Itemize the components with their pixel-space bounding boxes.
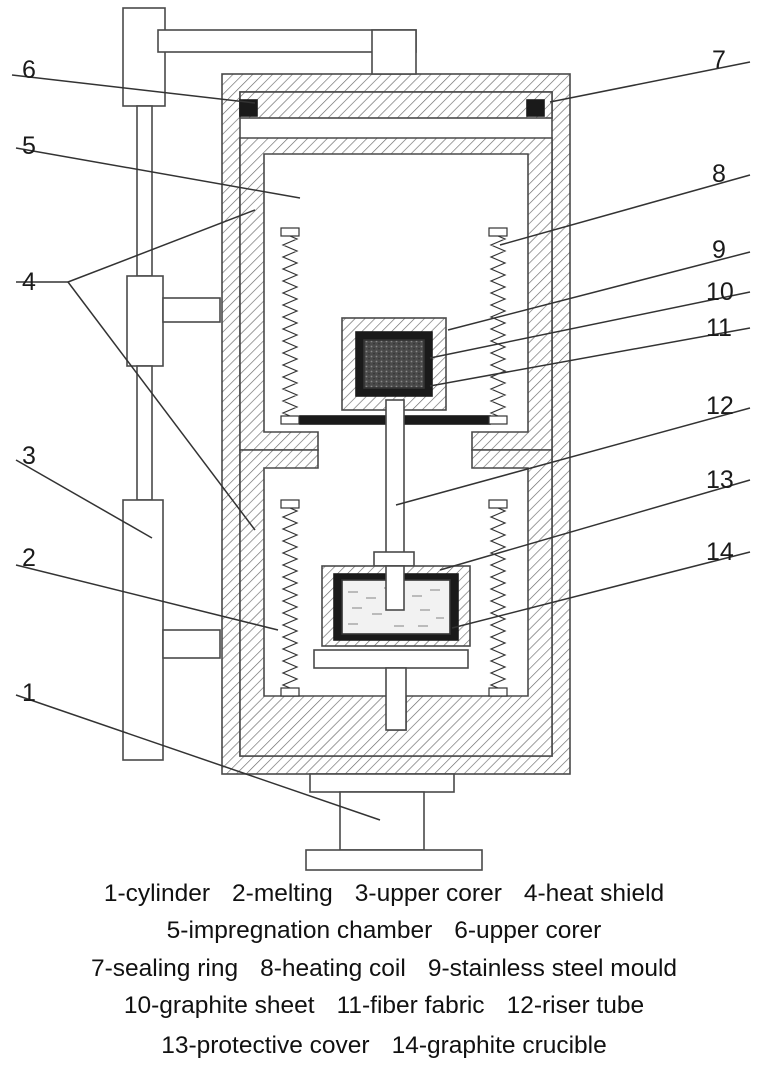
callout-9: 9	[712, 236, 726, 264]
callout-13: 13	[706, 466, 734, 494]
heating-coil-lower-left	[280, 499, 300, 697]
callout-6: 6	[22, 56, 36, 84]
leader-line	[67, 209, 256, 283]
leader-line	[549, 61, 751, 103]
legend-line-5: 13-protective cover 14-graphite crucible	[0, 1032, 768, 1060]
heating-coil-upper-right	[488, 227, 508, 425]
legend-item: 6-upper corer	[454, 917, 602, 944]
callout-5: 5	[22, 132, 36, 160]
legend-item: 7-sealing ring	[90, 955, 239, 982]
callout-4: 4	[22, 268, 36, 296]
callout-14: 14	[706, 538, 734, 566]
leader-line	[15, 459, 153, 539]
legend-item: 8-heating coil	[260, 955, 406, 982]
legend-item: 5-impregnation chamber	[166, 917, 433, 944]
leader-line	[67, 281, 256, 531]
leader-line	[429, 327, 751, 387]
legend-item: 12-riser tube	[506, 992, 645, 1019]
graphite-crucible	[313, 551, 471, 731]
callout-11: 11	[706, 314, 732, 342]
heating-coil-upper-left	[280, 227, 300, 425]
legend-item: 4-heat shield	[523, 880, 665, 907]
leader-line	[11, 74, 256, 104]
legend-item: 11-fiber fabric	[336, 992, 485, 1019]
legend-item: 3-upper corer	[354, 880, 502, 907]
legend-item: 2-melting	[232, 880, 333, 907]
legend-item: 10-graphite sheet	[123, 992, 315, 1019]
upper-corer-rod	[122, 7, 417, 761]
sealing-ring-right	[526, 99, 545, 117]
stainless-steel-mould	[341, 317, 447, 411]
leader-line	[499, 174, 751, 246]
legend-item: 13-protective cover	[161, 1032, 370, 1059]
legend-line-2: 5-impregnation chamber 6-upper corer	[0, 917, 768, 945]
leader-line	[451, 551, 751, 629]
leader-line	[395, 407, 751, 506]
callout-10: 10	[706, 278, 734, 306]
lid	[239, 91, 553, 119]
leader-line	[447, 251, 751, 331]
callout-3: 3	[22, 442, 36, 470]
leader-line	[15, 564, 279, 631]
callout-12: 12	[706, 392, 734, 420]
legend-line-3: 7-sealing ring 8-heating coil 9-stainless …	[0, 955, 768, 983]
legend-line-4: 10-graphite sheet 11-fiber fabric 12-riser…	[0, 992, 768, 1020]
sealing-ring-left	[239, 99, 258, 117]
heating-coil-lower-right	[488, 499, 508, 697]
leader-line	[15, 694, 381, 821]
legend-item: 9-stainless steel mould	[427, 955, 678, 982]
callout-1: 1	[22, 679, 36, 707]
leader-line	[439, 479, 751, 571]
callout-8: 8	[712, 160, 726, 188]
legend-item: 1-cylinder	[103, 880, 211, 907]
callout-7: 7	[712, 46, 726, 74]
legend-item: 14-graphite crucible	[391, 1032, 607, 1059]
callout-2: 2	[22, 544, 36, 572]
leader-line	[429, 291, 751, 359]
legend-line-1: 1-cylinder 2-melting 3-upper corer 4-heat s…	[0, 880, 768, 908]
bottom-actuator	[305, 773, 483, 871]
leader-line	[15, 147, 301, 199]
